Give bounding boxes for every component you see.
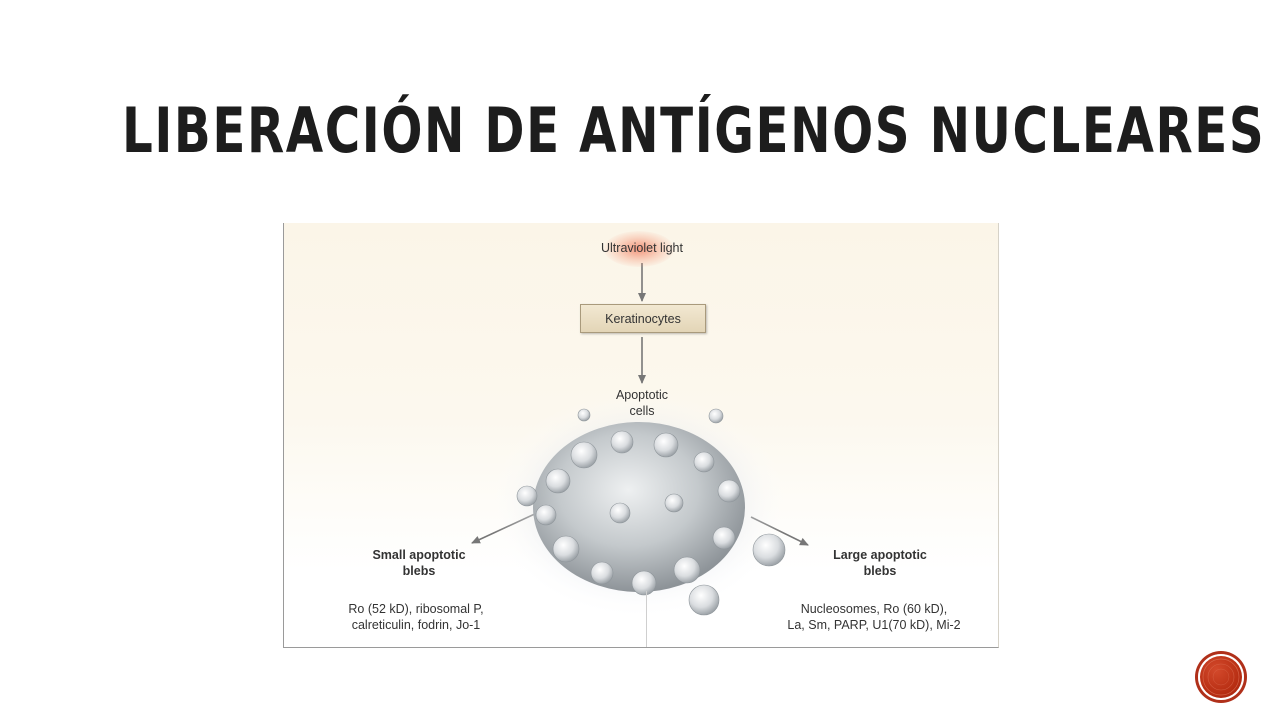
large-blebs-title-line1: Large apoptotic	[833, 548, 927, 562]
large-blebs-antigens-line2: La, Sm, PARP, U1(70 kD), Mi-2	[787, 618, 961, 632]
apoptotic-cells-line2: cells	[629, 404, 655, 418]
small-blebs-antigens-line2: calreticulin, fodrin, Jo-1	[351, 618, 481, 632]
keratinocytes-label: Keratinocytes	[605, 311, 681, 326]
figure-drawing	[471, 263, 809, 620]
large-blebs-title-line2: blebs	[863, 564, 897, 578]
apoptotic-cells-line1: Apoptotic	[615, 388, 669, 402]
small-blebs-title-line1: Small apoptotic	[372, 548, 466, 562]
large-blebs-antigens-line1: Nucleosomes, Ro (60 kD),	[800, 602, 948, 616]
apoptotic-cell-illustration	[489, 390, 789, 620]
slide-title: Liberación de antígenos nucleares	[122, 94, 1266, 167]
apoptosis-figure: Ultraviolet light Keratinocytes Apoptoti…	[283, 223, 999, 648]
decorative-circle-icon	[1202, 658, 1240, 696]
uv-light-glow	[604, 231, 674, 267]
small-blebs-antigens-line1: Ro (52 kD), ribosomal P,	[348, 602, 484, 616]
keratinocytes-box: Keratinocytes	[580, 304, 706, 333]
uv-light-label: Ultraviolet light	[601, 241, 683, 255]
large-blebs-title: Large apoptotic blebs	[806, 547, 954, 579]
small-blebs-title-line2: blebs	[402, 564, 436, 578]
decorative-circle-button[interactable]	[1198, 654, 1244, 700]
apoptotic-cells-label: Apoptotic cells	[594, 387, 690, 419]
small-blebs-antigens: Ro (52 kD), ribosomal P, calreticulin, f…	[314, 601, 518, 633]
large-blebs-antigens: Nucleosomes, Ro (60 kD), La, Sm, PARP, U…	[754, 601, 994, 633]
column-divider	[646, 591, 647, 647]
small-blebs-title: Small apoptotic blebs	[344, 547, 494, 579]
